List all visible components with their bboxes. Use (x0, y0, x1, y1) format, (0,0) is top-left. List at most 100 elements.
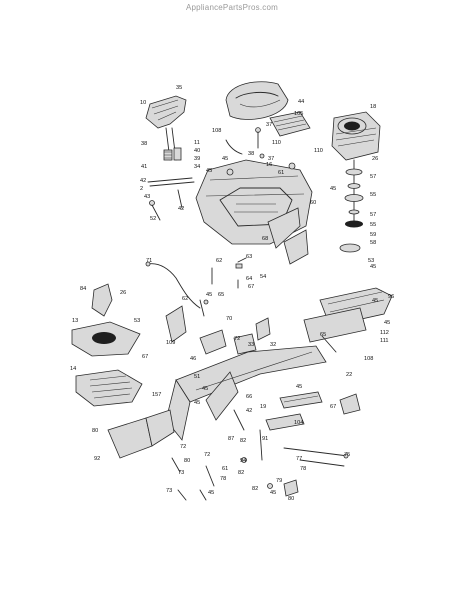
part-number-label: 45 (206, 292, 212, 298)
part-number-label: 87 (228, 436, 234, 442)
part-number-label: 22 (346, 372, 352, 378)
part-number-label: 40 (194, 148, 200, 154)
part-number-label: 65 (218, 292, 224, 298)
part-number-label: 110 (272, 140, 281, 146)
part-number-label: 67 (142, 354, 148, 360)
shaft-rod-part (147, 177, 195, 221)
part-number-label: 45 (206, 168, 212, 174)
part-number-label: 91 (262, 436, 268, 442)
part-number-label: 78 (300, 466, 306, 472)
pulley-stack-part (339, 168, 364, 253)
part-number-label: 82 (240, 438, 246, 444)
part-number-label: 10 (140, 100, 146, 106)
part-number-label: 108 (364, 356, 373, 362)
part-number-label: 53 (134, 318, 140, 324)
part-number-label: 78 (220, 476, 226, 482)
part-number-label: 66 (246, 394, 252, 400)
part-number-label: 43 (144, 194, 150, 200)
part-number-label: 45 (296, 384, 302, 390)
part-number-label: 71 (146, 258, 152, 264)
lift-linkage-part (233, 391, 323, 461)
spring-stack-part (163, 147, 182, 161)
part-number-label: 57 (370, 174, 376, 180)
part-number-label: 94 (240, 458, 246, 464)
part-number-label: 112 (380, 330, 389, 336)
part-number-label: 45 (194, 400, 200, 406)
part-number-label: 58 (370, 240, 376, 246)
part-number-label: 157 (152, 392, 161, 398)
small-linkage-parts (171, 393, 361, 501)
part-number-label: 80 (288, 496, 294, 502)
part-number-label: 73 (166, 488, 172, 494)
part-number-label: 45 (270, 490, 276, 496)
right-frame-part (303, 287, 393, 353)
part-number-label: 111 (380, 338, 389, 344)
part-number-label: 46 (190, 356, 196, 362)
part-number-label: 77 (296, 456, 302, 462)
control-rod-part (283, 447, 349, 467)
part-number-label: 68 (262, 236, 268, 242)
part-number-label: 60 (310, 200, 316, 206)
part-number-label: 11 (194, 140, 200, 146)
part-number-label: 19 (260, 404, 266, 410)
part-number-label: 52 (150, 216, 156, 222)
part-number-label: 42 (140, 178, 146, 184)
part-number-label: 18 (370, 104, 376, 110)
part-number-label: 80 (184, 458, 190, 464)
part-number-label: 26 (120, 290, 126, 296)
part-number-label: 75 (344, 452, 350, 458)
part-number-label: 105 (294, 111, 303, 117)
cable-part (145, 261, 201, 309)
part-number-label: 35 (176, 85, 182, 91)
part-number-label: 67 (330, 404, 336, 410)
bracket-parts (199, 317, 271, 355)
part-number-label: 96 (388, 294, 394, 300)
part-number-label: 33 (248, 342, 254, 348)
part-number-label: 110 (314, 148, 323, 154)
part-number-label: 37 (266, 122, 272, 128)
footrest-part (75, 369, 143, 407)
part-number-label: 82 (238, 470, 244, 476)
part-number-label: 84 (80, 286, 86, 292)
part-number-label: 38 (141, 141, 147, 147)
part-number-label: 45 (372, 298, 378, 304)
part-number-label: 42 (246, 408, 252, 414)
part-number-label: 55 (370, 222, 376, 228)
watermark-text: AppliancePartsPros.com (186, 3, 278, 12)
part-number-label: 62 (182, 296, 188, 302)
part-number-label: 2 (140, 186, 143, 192)
seat-pan-part (269, 111, 311, 137)
part-number-label: 39 (194, 156, 200, 162)
part-number-label: 42 (178, 206, 184, 212)
part-number-label: 64 (246, 276, 252, 282)
dash-bracket-part (145, 95, 187, 161)
part-number-label: 41 (141, 164, 147, 170)
engine-part (331, 111, 381, 225)
part-number-label: 16 (266, 162, 272, 168)
part-number-label: 14 (70, 366, 76, 372)
part-number-label: 51 (194, 374, 200, 380)
part-number-label: 63 (246, 254, 252, 260)
part-number-label: 104 (294, 420, 303, 426)
hardware-parts (199, 257, 247, 317)
part-number-label: 45 (222, 156, 228, 162)
part-number-label: 54 (260, 274, 266, 280)
part-number-label: 57 (370, 212, 376, 218)
part-number-label: 72 (204, 452, 210, 458)
part-number-label: 32 (270, 342, 276, 348)
part-number-label: 38 (248, 151, 254, 157)
seat-part (225, 81, 289, 120)
part-number-label: 53 (368, 258, 374, 264)
part-number-label: 34 (194, 164, 200, 170)
part-number-label: 79 (276, 478, 282, 484)
part-number-label: 61 (278, 170, 284, 176)
part-number-labels: 3510114039343841454224352421083737441051… (70, 85, 394, 502)
part-number-label: 108 (212, 128, 221, 134)
part-number-label: 73 (178, 470, 184, 476)
side-panel-part (267, 207, 309, 265)
part-number-label: 26 (372, 156, 378, 162)
part-number-label: 72 (180, 444, 186, 450)
part-number-label: 45 (384, 320, 390, 326)
part-number-label: 45 (202, 386, 208, 392)
part-number-label: 80 (92, 428, 98, 434)
